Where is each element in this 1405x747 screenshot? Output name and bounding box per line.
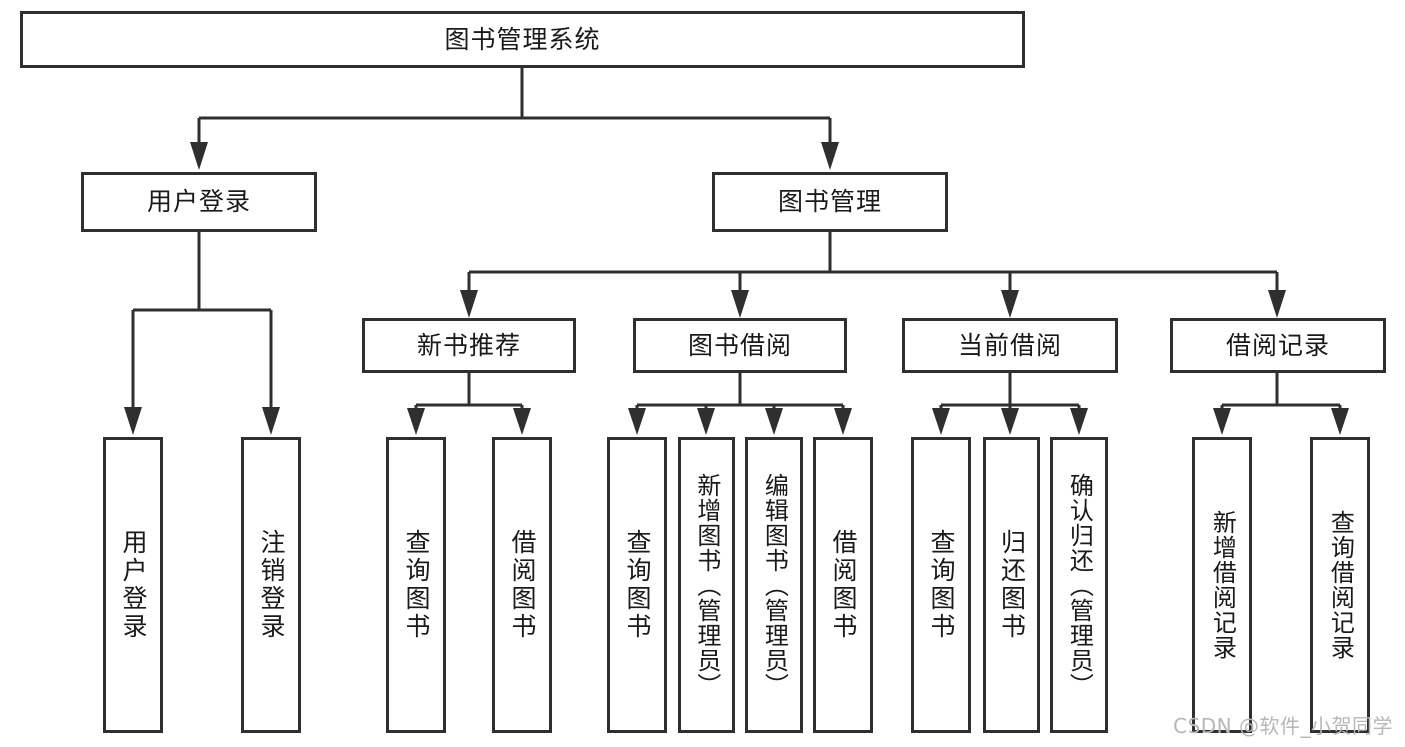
node-label: 注销登录	[257, 529, 286, 641]
node-label: 借阅记录	[1225, 330, 1330, 360]
node-borrow-record[interactable]: 借阅记录	[1170, 318, 1386, 373]
leaf-query-book-recommend[interactable]: 查询图书	[386, 437, 446, 733]
node-user-login[interactable]: 用户登录	[81, 172, 317, 232]
node-new-book-recommend[interactable]: 新书推荐	[362, 318, 576, 373]
leaf-query-book-current[interactable]: 查询图书	[911, 437, 971, 733]
node-root-book-management-system[interactable]: 图书管理系统	[20, 11, 1025, 68]
node-label: 图书管理	[777, 187, 882, 216]
leaf-query-borrow-record[interactable]: 查询借阅记录	[1310, 437, 1370, 733]
node-book-management[interactable]: 图书管理	[712, 172, 948, 232]
leaf-add-book-admin[interactable]: 新增图书（管理员）	[678, 437, 735, 733]
node-label: 新增图书（管理员）	[692, 472, 721, 698]
node-label: 用户登录	[146, 187, 251, 216]
leaf-query-book-borrow[interactable]: 查询图书	[607, 437, 667, 733]
node-label: 查询图书	[927, 529, 956, 641]
node-label: 借阅图书	[829, 529, 858, 641]
node-label: 新增借阅记录	[1208, 510, 1237, 660]
leaf-logout[interactable]: 注销登录	[241, 437, 301, 733]
node-label: 查询图书	[402, 529, 431, 641]
node-label: 图书管理系统	[444, 24, 601, 54]
node-label: 图书借阅	[687, 330, 792, 360]
leaf-edit-book-admin[interactable]: 编辑图书（管理员）	[745, 437, 803, 733]
node-label: 查询图书	[623, 529, 652, 641]
leaf-add-borrow-record[interactable]: 新增借阅记录	[1192, 437, 1252, 733]
node-current-borrow[interactable]: 当前借阅	[902, 318, 1118, 373]
leaf-confirm-return-admin[interactable]: 确认归还（管理员）	[1050, 437, 1108, 733]
node-label: 查询借阅记录	[1326, 510, 1355, 660]
node-label: 新书推荐	[416, 330, 521, 360]
node-label: 归还图书	[997, 529, 1027, 641]
node-label: 编辑图书（管理员）	[760, 472, 789, 698]
watermark-text: CSDN @软件_小贺同学	[1173, 714, 1393, 738]
node-label: 确认归还（管理员）	[1065, 472, 1094, 698]
leaf-return-book[interactable]: 归还图书	[983, 437, 1040, 733]
node-label: 借阅图书	[508, 529, 537, 641]
node-label: 当前借阅	[957, 330, 1062, 360]
leaf-borrow-book-recommend[interactable]: 借阅图书	[492, 437, 552, 733]
leaf-borrow-book[interactable]: 借阅图书	[813, 437, 873, 733]
leaf-user-login[interactable]: 用户登录	[103, 437, 163, 733]
node-label: 用户登录	[119, 529, 148, 641]
node-book-borrow[interactable]: 图书借阅	[633, 318, 847, 373]
